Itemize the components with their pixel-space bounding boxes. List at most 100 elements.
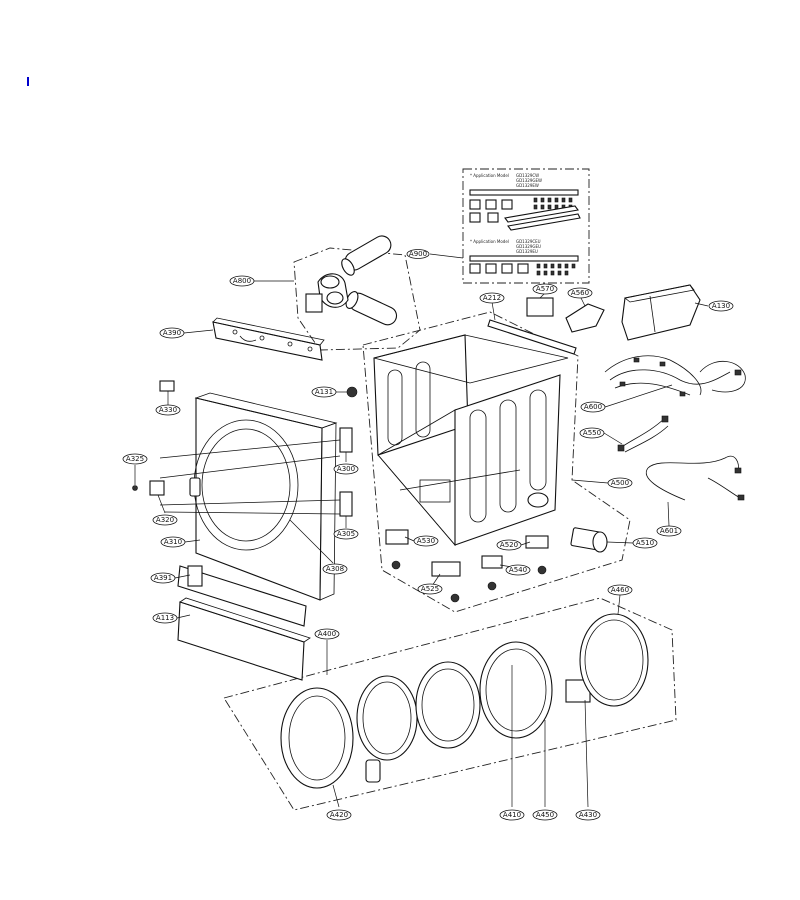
kit-note-2-model-3: GD1329EU: [516, 249, 538, 254]
kit-note-1-model-1: GD1329CW: [516, 173, 539, 178]
svg-text:A305: A305: [337, 530, 355, 538]
top-bracket: [212, 317, 325, 361]
label-a460: A460: [607, 584, 633, 596]
svg-text:A530: A530: [417, 537, 435, 545]
svg-text:A212: A212: [483, 294, 501, 302]
svg-text:A390: A390: [163, 329, 181, 337]
svg-text:A410: A410: [503, 811, 521, 819]
label-a391: A391: [150, 572, 176, 584]
label-a420: A420: [326, 809, 352, 821]
label-a550: A550: [579, 427, 605, 439]
svg-text:A600: A600: [584, 403, 602, 411]
svg-text:A550: A550: [583, 429, 601, 437]
svg-text:A500: A500: [611, 479, 629, 487]
label-a520: A520: [496, 539, 522, 551]
top-rail-a212: [487, 319, 577, 355]
label-a410: A410: [499, 809, 525, 821]
power-cord: [645, 455, 745, 501]
label-a131: A131: [311, 386, 337, 398]
door-parts: [280, 613, 649, 789]
bracket-a530: [385, 529, 409, 545]
clip-a330: [159, 380, 175, 392]
lower-bracket: [177, 565, 307, 627]
label-a330: A330: [155, 404, 181, 416]
bracket-a520: [525, 535, 549, 549]
svg-text:A510: A510: [636, 539, 654, 547]
label-a300: A300: [333, 463, 359, 475]
screw-a325: [132, 485, 138, 491]
label-a130: A130: [708, 300, 734, 312]
svg-text:A310: A310: [164, 538, 182, 546]
label-a450: A450: [532, 809, 558, 821]
kit-note-1-model-2: GD1329GEW: [516, 178, 542, 183]
svg-text:A308: A308: [326, 565, 344, 573]
cabinet-body: [373, 334, 569, 547]
svg-text:A450: A450: [536, 811, 554, 819]
bracket-a540: [481, 555, 503, 569]
label-a800: A800: [229, 275, 255, 287]
front-panel: [189, 392, 338, 601]
label-a212: A212: [479, 292, 505, 304]
small-harness: [617, 415, 669, 453]
svg-text:A130: A130: [712, 302, 730, 310]
label-a510: A510: [632, 537, 658, 549]
foot-1: [391, 560, 401, 570]
part-a570: [526, 297, 554, 317]
application-kit-box: [462, 168, 590, 284]
label-a525: A525: [417, 583, 443, 595]
label-a310: A310: [160, 536, 186, 548]
label-a560: A560: [567, 287, 593, 299]
label-a325: A325: [122, 453, 148, 465]
hinge-a320: [149, 480, 165, 496]
svg-text:A525: A525: [421, 585, 439, 593]
bracket-a525: [431, 561, 461, 577]
kit-note-2-model-1: GD1329CEU: [516, 239, 541, 244]
label-a308: A308: [322, 563, 348, 575]
label-a400: A400: [314, 628, 340, 640]
hinge-a305: [339, 491, 353, 517]
svg-text:A601: A601: [660, 527, 678, 535]
label-a900: A900: [406, 249, 430, 259]
svg-text:A113: A113: [156, 614, 174, 622]
svg-text:A800: A800: [233, 277, 251, 285]
corner-mark: [27, 77, 29, 86]
label-a500: A500: [607, 477, 633, 489]
svg-text:A131: A131: [315, 388, 333, 396]
application-kit-parts: * Application Model GD1329CW GD1329GEW G…: [469, 173, 581, 276]
label-a430: A430: [575, 809, 601, 821]
svg-text:A900: A900: [409, 250, 427, 258]
label-a601: A601: [656, 525, 682, 537]
svg-text:A330: A330: [159, 406, 177, 414]
label-a600: A600: [580, 401, 606, 413]
hinge-a300: [339, 427, 353, 453]
part-labels: A900 A800 A390 A212 A570 A560 A130 A131 …: [122, 249, 734, 821]
leader-lines: [134, 253, 709, 808]
svg-text:A300: A300: [337, 465, 355, 473]
svg-text:A520: A520: [500, 541, 518, 549]
control-panel-a130: [621, 284, 701, 341]
label-a570: A570: [532, 283, 558, 295]
hose-group-outline: [293, 247, 421, 351]
svg-text:A320: A320: [156, 516, 174, 524]
foot-4: [487, 581, 497, 591]
kit-note-1-model-3: GD1329EW: [516, 183, 539, 188]
door-group-outline: [223, 597, 677, 811]
svg-text:A570: A570: [536, 285, 554, 293]
label-a390: A390: [159, 327, 185, 339]
svg-text:A420: A420: [330, 811, 348, 819]
hose-assembly: [305, 235, 398, 326]
svg-text:A540: A540: [509, 566, 527, 574]
svg-text:A430: A430: [579, 811, 597, 819]
label-a320: A320: [152, 514, 178, 526]
foot-2: [537, 565, 547, 575]
label-a540: A540: [505, 564, 531, 576]
label-a113: A113: [152, 612, 178, 624]
svg-text:A400: A400: [318, 630, 336, 638]
svg-text:A391: A391: [154, 574, 172, 582]
svg-text:A560: A560: [571, 289, 589, 297]
exhaust-duct-a510: [570, 527, 608, 553]
kit-note-2-title: * Application Model: [470, 239, 509, 244]
kit-note-1-title: * Application Model: [470, 173, 509, 178]
svg-text:A460: A460: [611, 586, 629, 594]
